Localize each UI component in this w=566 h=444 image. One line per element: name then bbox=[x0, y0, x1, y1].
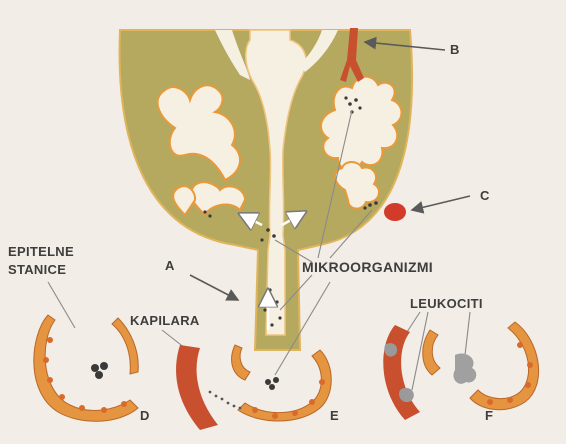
label-f: F bbox=[485, 408, 493, 423]
label-d: D bbox=[140, 408, 150, 423]
label-epitelne: EPITELNE bbox=[8, 244, 74, 259]
label-c: C bbox=[480, 188, 490, 203]
label-kapilara: KAPILARA bbox=[130, 313, 200, 328]
panel-e-epithelium bbox=[176, 345, 331, 430]
label-leukociti: LEUKOCITI bbox=[410, 296, 483, 311]
label-stanice: STANICE bbox=[8, 262, 66, 277]
red-cell-c bbox=[384, 203, 406, 221]
panel-d-epithelium bbox=[34, 315, 138, 421]
panel-f-epithelium bbox=[383, 322, 538, 420]
label-b: B bbox=[450, 42, 460, 57]
label-e: E bbox=[330, 408, 339, 423]
label-mikroorganizmi: MIKROORGANIZMI bbox=[302, 259, 433, 275]
label-a: A bbox=[165, 258, 175, 273]
